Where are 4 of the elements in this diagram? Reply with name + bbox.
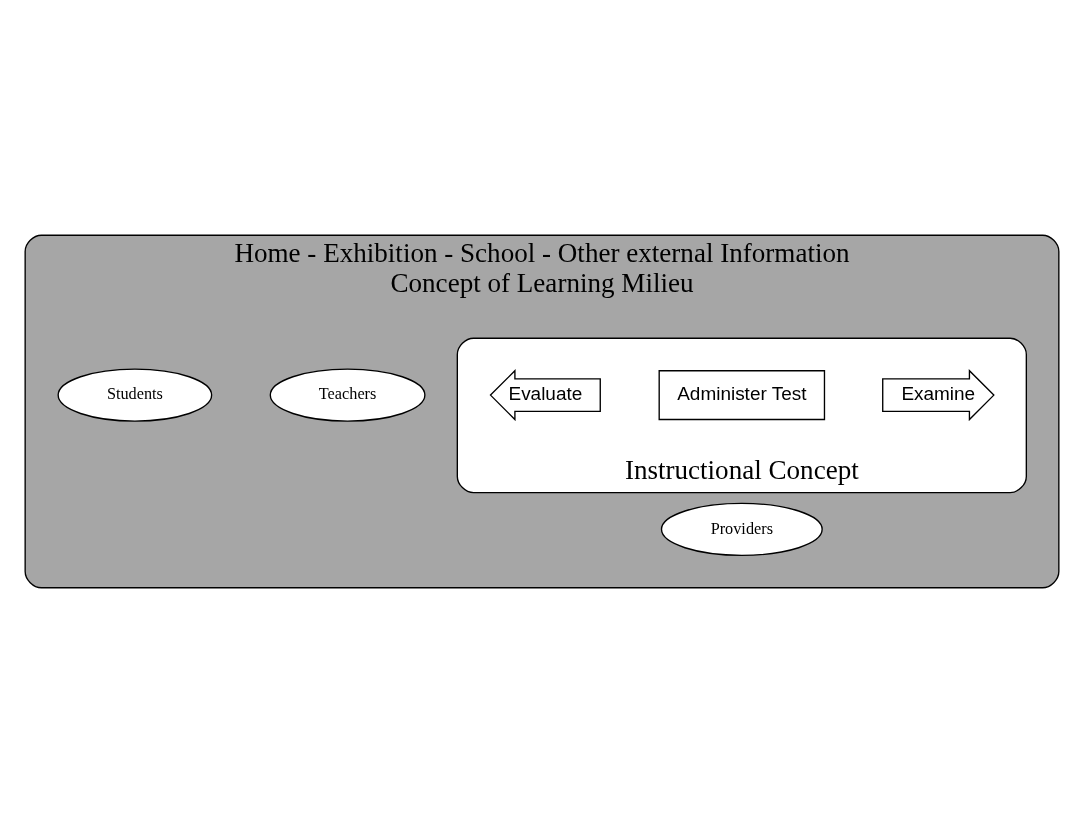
node-box: Administer Test [658,369,826,420]
node-ellipse: Students [57,367,213,422]
node-ellipse: Providers [660,502,823,556]
node-ellipse: Teachers [269,367,426,422]
